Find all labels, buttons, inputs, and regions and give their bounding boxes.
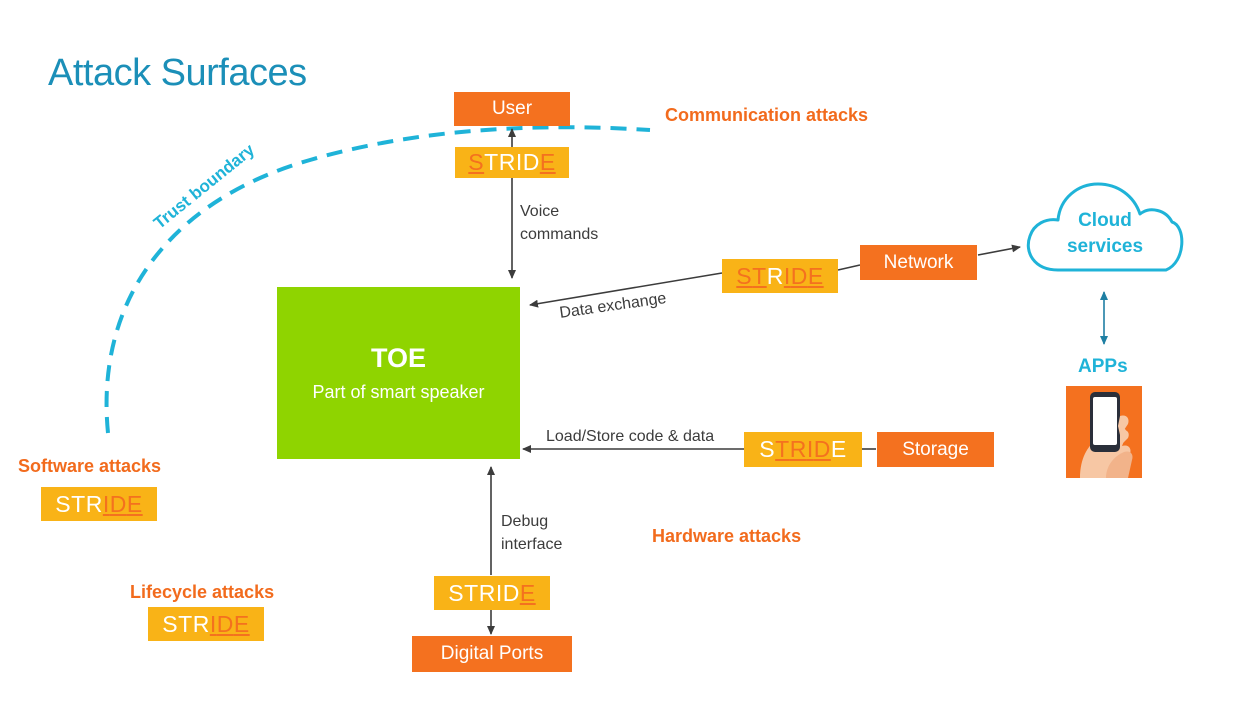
network-label: Network <box>883 251 954 273</box>
hardware-attacks-label: Hardware attacks <box>652 526 802 546</box>
cloud-services-label: Cloud services <box>1066 210 1144 257</box>
software-attacks-label: Software attacks <box>18 456 162 476</box>
user-node: User <box>454 92 570 126</box>
apps-label: APPs <box>1078 356 1128 377</box>
digital-ports-label: Digital Ports <box>440 643 544 664</box>
toe-subtitle: Part of smart speaker <box>312 382 485 402</box>
toe-node: TOE Part of smart speaker <box>277 287 520 459</box>
load-store-label: Load/Store code & data <box>546 428 715 445</box>
storage-label: Storage <box>902 438 969 460</box>
storage-node: Storage <box>877 432 994 467</box>
digital-ports-node: Digital Ports <box>412 636 572 672</box>
trust-boundary-arc <box>104 125 651 434</box>
debug-interface-label: Debug interface <box>501 513 563 553</box>
network-to-cloud-arrow <box>977 244 1021 256</box>
lifecycle-attacks-label: Lifecycle attacks <box>130 582 275 602</box>
page-title: Attack Surfaces <box>48 52 307 94</box>
communication-attacks-label: Communication attacks <box>665 105 869 125</box>
cloud-icon <box>1026 182 1184 272</box>
network-node: Network <box>860 245 977 280</box>
phone-in-hand-icon <box>1066 386 1142 478</box>
toe-title: TOE <box>370 343 426 373</box>
data-exchange-arrow <box>529 272 723 308</box>
voice-commands-label: Voice commands <box>520 203 599 243</box>
user-label: User <box>491 98 533 119</box>
